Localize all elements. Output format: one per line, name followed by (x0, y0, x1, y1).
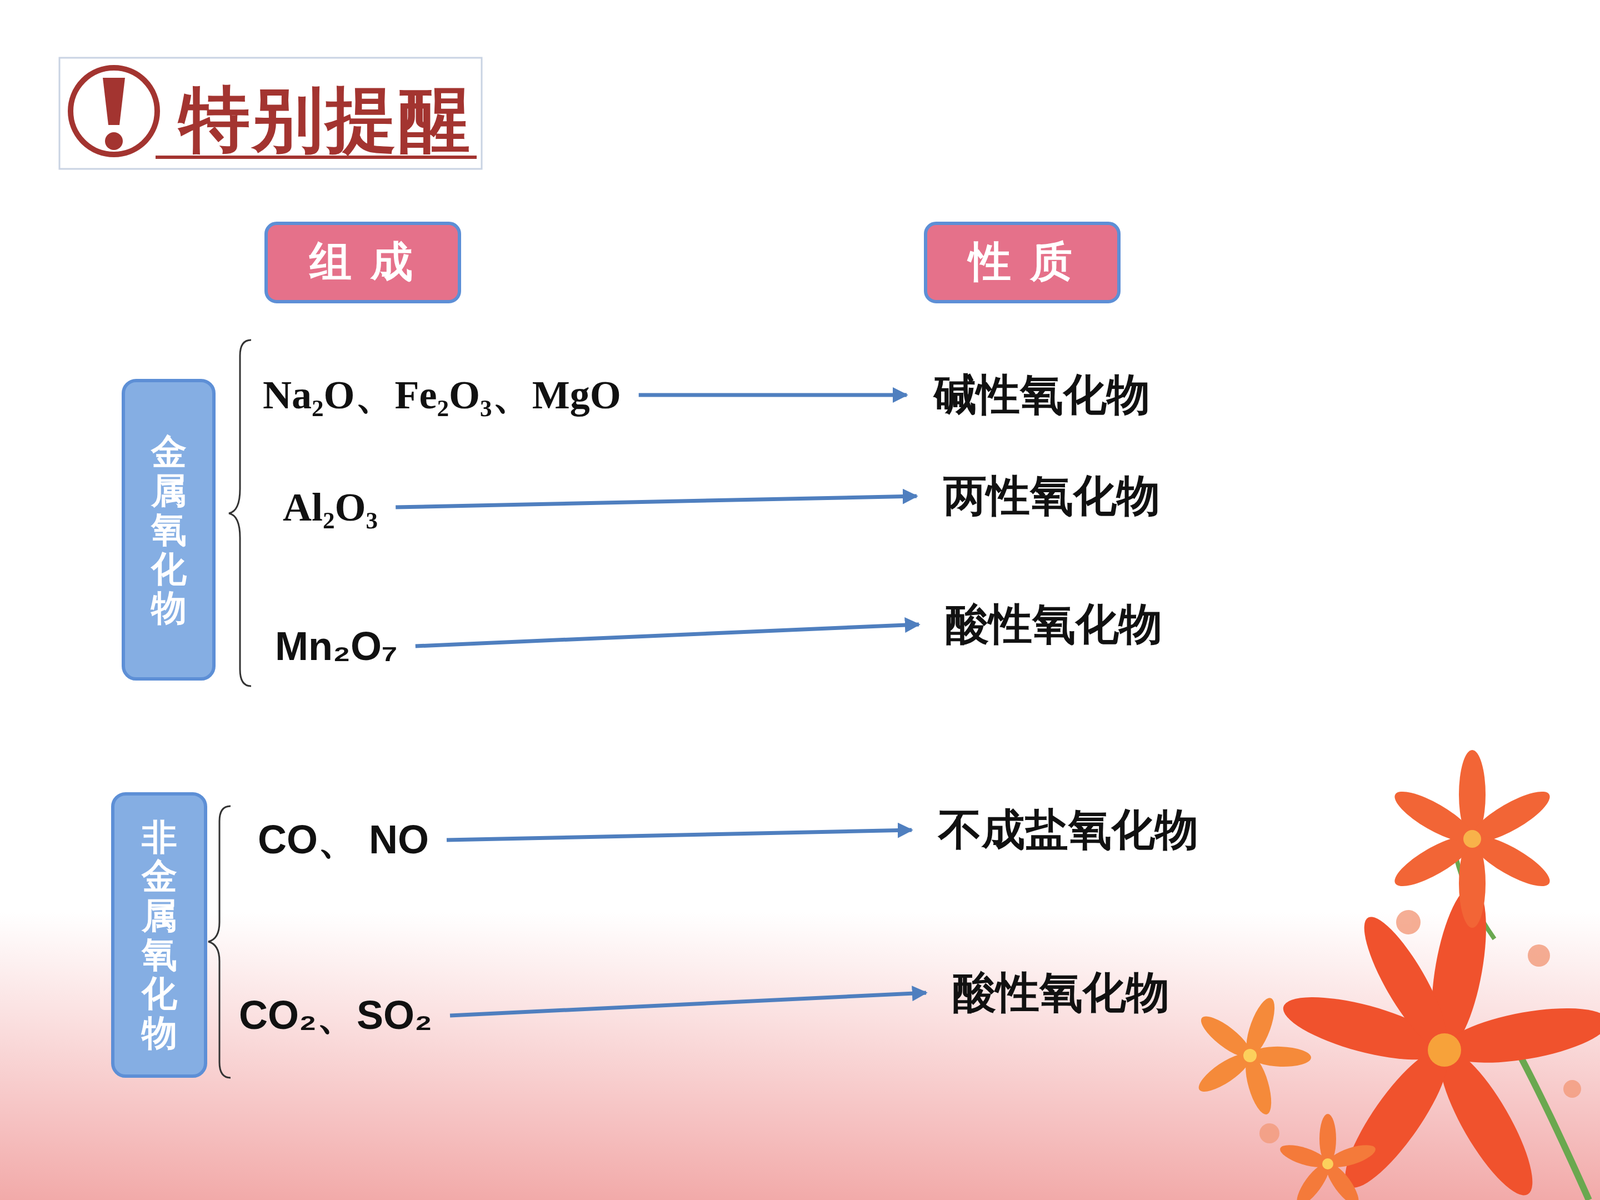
formula-text: CO、 NO (253, 810, 434, 870)
formula-text: Mn₂O₇ (270, 620, 403, 673)
header-box: 组 成 (264, 221, 462, 304)
node-label: 不成盐氧化物 (938, 801, 1199, 860)
node-label: Mn₂O₇ (275, 623, 398, 669)
node-label: 碱性氧化物 (933, 366, 1150, 425)
property-text: 碱性氧化物 (928, 362, 1155, 428)
category-box: 非金属氧化物 (111, 792, 208, 1078)
property-text: 不成盐氧化物 (933, 797, 1203, 863)
formula-text: Na₂O、Fe₂O₃、MgO (258, 365, 626, 425)
node-label: 酸性氧化物 (945, 595, 1163, 654)
lily-illustration (1193, 750, 1600, 1200)
node-label: 非金属氧化物 (141, 817, 178, 1053)
slide-title: 特别提醒 (178, 72, 473, 169)
warning-bar (102, 77, 125, 125)
warning-circle (70, 67, 158, 155)
node-label: 两性氧化物 (943, 467, 1160, 526)
warning-dot (105, 132, 123, 150)
node-label: Al₂O₃ (282, 484, 378, 531)
node-label: 酸性氧化物 (952, 963, 1170, 1023)
header-box: 性 质 (923, 221, 1121, 304)
brace (228, 340, 252, 687)
title-frame (59, 57, 482, 169)
arrow-connector (395, 496, 917, 508)
category-box: 金属氧化物 (121, 378, 216, 681)
arrow-connector (450, 992, 927, 1016)
node-label: 性 质 (968, 233, 1075, 292)
node-label: 金属氧化物 (151, 432, 187, 628)
node-label: Na₂O、Fe₂O₃、MgO (262, 368, 622, 422)
formula-text: CO₂、SO₂ (234, 985, 437, 1046)
formula-text: Al₂O₃ (278, 481, 383, 534)
brace (208, 806, 231, 1078)
property-text: 酸性氧化物 (948, 960, 1174, 1026)
property-text: 酸性氧化物 (941, 592, 1167, 658)
property-text: 两性氧化物 (938, 463, 1165, 529)
arrow-connector (415, 624, 919, 647)
arrow-connector (638, 393, 907, 398)
arrow-connector (446, 830, 912, 840)
node-label: CO、 NO (257, 813, 429, 867)
node-label: CO₂、SO₂ (238, 988, 433, 1043)
node-label: 组 成 (309, 233, 416, 292)
